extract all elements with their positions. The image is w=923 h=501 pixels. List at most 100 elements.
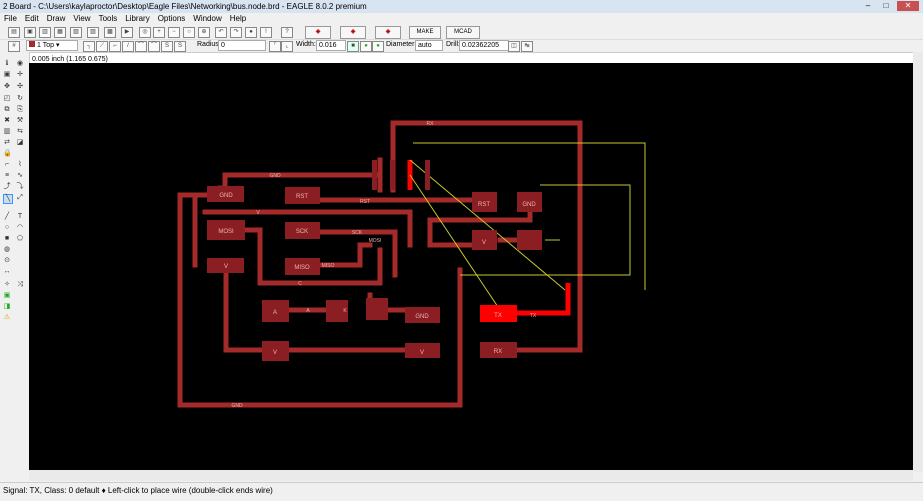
polygon-icon[interactable]: ⬠ [16, 235, 24, 242]
ratsnest-icon[interactable]: ✧ [4, 281, 10, 288]
rf-button[interactable]: ◈ [375, 26, 401, 39]
print-icon[interactable]: ▥ [39, 27, 51, 38]
bend-arc1-icon[interactable]: ⌒ [135, 41, 147, 52]
redo-icon[interactable]: ↷ [230, 27, 242, 38]
horizontal-scrollbar[interactable] [29, 470, 913, 481]
via-round-icon[interactable]: ● [360, 41, 372, 52]
wrench-icon[interactable]: ⚒ [16, 117, 24, 124]
redraw-icon[interactable]: ○ [183, 27, 195, 38]
dimension-icon[interactable]: ↔ [3, 268, 11, 275]
arc-icon[interactable]: ◠ [16, 224, 24, 231]
replace-icon[interactable]: ⇆ [17, 128, 23, 135]
menu-tools[interactable]: Tools [98, 14, 118, 23]
pad-v-1 [207, 258, 244, 273]
add-icon[interactable]: ▥ [3, 128, 11, 135]
mark-icon[interactable]: ✛ [17, 71, 23, 78]
bend-straight-icon[interactable]: ┐ [83, 41, 95, 52]
vertical-scrollbar[interactable] [913, 52, 923, 472]
zoom-in-icon[interactable]: + [153, 27, 165, 38]
line-icon[interactable]: ╱ [4, 213, 10, 220]
label-miso: MISO [294, 265, 310, 271]
hole-icon[interactable]: ⊙ [4, 257, 10, 264]
change-icon[interactable]: ↹ [521, 41, 533, 52]
menu-help[interactable]: Help [229, 14, 247, 23]
layer-select[interactable]: 1 Top ▾ [26, 40, 78, 51]
make-button[interactable]: MAKE [409, 26, 441, 39]
zoom-fit-icon[interactable]: ◎ [139, 27, 151, 38]
zoom-select-icon[interactable]: ⊕ [198, 27, 210, 38]
via-icon[interactable]: ◫ [508, 41, 520, 52]
maximize-button[interactable]: □ [883, 1, 889, 10]
show-icon[interactable]: ◉ [16, 60, 24, 67]
via-octagon-icon[interactable]: ● [372, 41, 384, 52]
design-link-button[interactable]: ◈ [305, 26, 331, 39]
erc-icon[interactable]: ◨ [3, 303, 11, 310]
menu-options[interactable]: Options [157, 14, 186, 23]
menu-window[interactable]: Window [193, 14, 222, 23]
split-icon[interactable]: ⌇ [18, 161, 22, 168]
radius-field[interactable]: 0 [218, 40, 266, 51]
move-icon[interactable]: ✥ [4, 83, 10, 90]
ripup-icon[interactable]: ⤵ [16, 183, 24, 190]
move-group-icon[interactable]: ✣ [17, 83, 23, 90]
bend-90-icon[interactable]: ⌐ [109, 41, 121, 52]
lock-icon[interactable]: 🔒 [3, 150, 12, 157]
menu-view[interactable]: View [73, 14, 91, 23]
menu-library[interactable]: Library [125, 14, 150, 23]
save-icon[interactable]: ▣ [24, 27, 36, 38]
display-icon[interactable]: ▣ [3, 71, 11, 78]
drc-icon[interactable]: ▣ [3, 292, 11, 299]
info-icon[interactable]: ℹ [5, 60, 9, 67]
bend-45-icon[interactable]: ⟋ [96, 41, 108, 52]
meander-icon[interactable]: ∿ [17, 172, 23, 179]
pinswap-icon[interactable]: ⇄ [4, 139, 10, 146]
stop-icon[interactable]: ● [245, 27, 257, 38]
drill-field[interactable]: 0.02362205 [459, 40, 509, 51]
script-icon[interactable]: ▨ [87, 27, 99, 38]
board-icon[interactable]: ▧ [70, 27, 82, 38]
optimize-icon[interactable]: ≡ [4, 172, 10, 179]
minimize-button[interactable]: – [865, 1, 871, 10]
ulp-icon[interactable]: ▩ [104, 27, 116, 38]
paste-icon[interactable]: ⎘ [17, 106, 23, 113]
go-icon[interactable]: ! [260, 27, 272, 38]
bend-arc2-icon[interactable]: ⌒ [148, 41, 160, 52]
rotate-icon[interactable]: ↻ [17, 95, 23, 102]
menu-draw[interactable]: Draw [46, 14, 66, 23]
bend-s1-icon[interactable]: S [161, 41, 173, 52]
copy-icon[interactable]: ⧉ [4, 106, 10, 113]
zoom-out-icon[interactable]: − [168, 27, 180, 38]
close-button[interactable]: ✕ [897, 1, 919, 11]
pcb-quote-button[interactable]: ◈ [340, 26, 366, 39]
board-canvas[interactable]: GND RST MOSI SCK V MISO A V V GND TX RX … [29, 63, 913, 470]
open-icon[interactable]: ▤ [8, 27, 20, 38]
help-icon[interactable]: ? [281, 27, 293, 38]
undo-icon[interactable]: ↶ [215, 27, 227, 38]
errors-icon[interactable]: ⚠ [3, 314, 11, 321]
bend-free-icon[interactable]: / [122, 41, 134, 52]
route-icon[interactable]: ⤴ [3, 183, 11, 190]
text-icon[interactable]: T [17, 213, 23, 220]
miter-icon[interactable]: ⌜ [269, 41, 281, 52]
grid-icon[interactable]: # [8, 41, 20, 52]
cam-icon[interactable]: ▦ [54, 27, 66, 38]
group-icon[interactable]: ◰ [3, 95, 11, 102]
diameter-field[interactable]: auto [415, 40, 443, 51]
via-tool-icon[interactable]: ◍ [3, 246, 11, 253]
menu-edit[interactable]: Edit [24, 14, 39, 23]
circle-icon[interactable]: ○ [4, 224, 10, 231]
bend-s2-icon[interactable]: S [174, 41, 186, 52]
play-icon[interactable]: ▶ [121, 27, 133, 38]
mcad-button[interactable]: MCAD [446, 26, 480, 39]
via-square-icon[interactable]: ■ [347, 41, 359, 52]
wire-tool-icon[interactable]: ╲ [3, 194, 13, 204]
autorouter-icon[interactable]: ⤨ [17, 281, 23, 288]
route-multiple-icon[interactable]: ⤢ [17, 194, 23, 201]
miter-round-icon[interactable]: ⌞ [281, 41, 293, 52]
rect-icon[interactable]: ■ [4, 235, 10, 242]
menu-file[interactable]: File [4, 14, 17, 23]
miter-tool-icon[interactable]: ⌐ [4, 161, 10, 168]
width-field[interactable]: 0.016 [316, 40, 346, 51]
delete-icon[interactable]: ✖ [4, 117, 10, 124]
smash-icon[interactable]: ◪ [16, 139, 24, 146]
